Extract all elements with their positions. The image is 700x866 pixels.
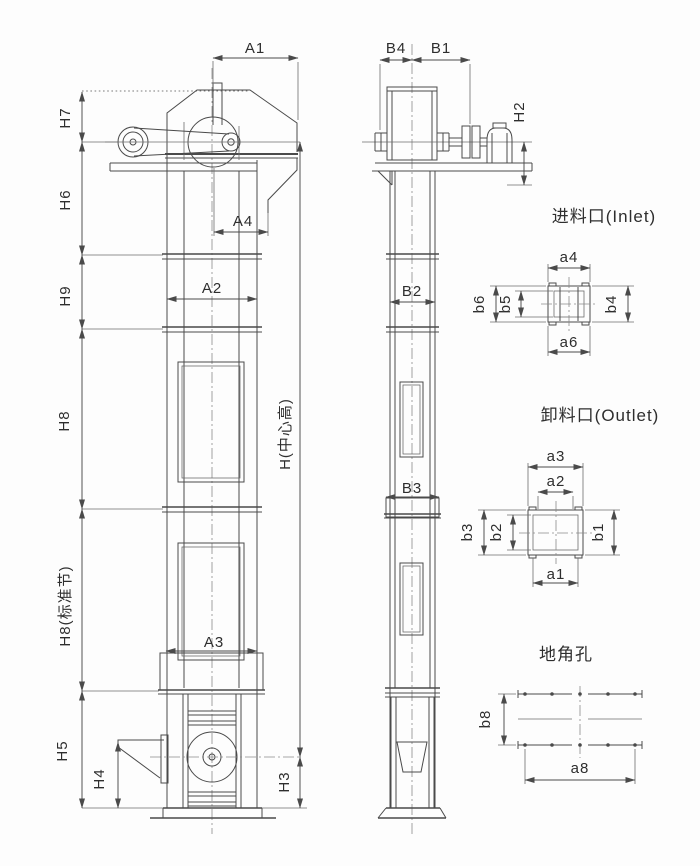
anchor-bolt-holes [523,692,637,747]
dim-label-inlet-b5: b5 [497,295,514,314]
motor-side [486,127,513,164]
inlet-title: 进料口(Inlet) [552,207,656,226]
side-dimensions [379,57,527,500]
dim-label-outlet-b3: b3 [459,523,476,542]
head-section-side [362,86,533,186]
dim-label-h8: H8 [56,410,73,431]
dim-label-inlet-a4: a4 [560,249,579,266]
dim-label-h3: H3 [276,771,293,792]
dim-label-outlet-a2: a2 [547,473,566,490]
boot-top-box [159,652,264,691]
anchor-title: 地角孔 [539,645,593,664]
outlet-detail: 卸料口(Outlet) a3 a2 a1 b3 b2 b1 [459,406,660,587]
dim-label-h7: H7 [57,107,74,128]
dim-label-b1: B1 [431,40,451,57]
boot-section [117,694,300,819]
casing-column-side [377,171,447,819]
head-section [105,82,300,213]
side-view: B4 B1 B2 B3 H2 [362,40,533,834]
dim-label-h5: H5 [54,740,71,761]
anchor-holes-detail: 地角孔 b8 a8 [477,645,643,784]
dim-label-h4: H4 [91,768,108,789]
casing-column-front [158,160,265,808]
dim-label-anchor-b8: b8 [477,710,494,729]
dim-label-h2: H2 [511,101,528,122]
outlet-title: 卸料口(Outlet) [541,406,660,425]
dim-label-a4: A4 [233,213,253,230]
dim-label-inlet-b4: b4 [603,295,620,314]
dim-label-a2: A2 [202,280,222,297]
dim-label-a3: A3 [204,634,224,651]
dim-label-outlet-a3: a3 [547,448,566,465]
dim-label-anchor-a8: a8 [571,760,590,777]
hopper-side [396,741,428,773]
dim-label-outlet-a1: a1 [547,566,566,583]
front-dimensions [79,55,307,809]
dim-label-outlet-b2: b2 [488,523,505,542]
inspection-door-upper [177,361,245,483]
dim-label-b3: B3 [402,480,422,497]
dim-label-a1: A1 [245,40,265,57]
drive-belt [133,127,230,157]
dim-label-b4: B4 [386,40,406,57]
dim-label-inlet-b6: b6 [471,295,488,314]
dim-label-h6: H6 [57,189,74,210]
dim-label-outlet-b1: b1 [590,523,607,542]
dim-label-h8-std: H8(标准节) [57,565,74,646]
coupling [461,125,471,159]
outlet-flange [527,509,584,556]
dim-label-h9: H9 [57,285,74,306]
feed-hopper [117,739,164,779]
inspection-door-lower [177,542,245,661]
dim-label-inlet-a6: a6 [560,334,579,351]
inlet-detail: 进料口(Inlet) a4 a6 b6 b5 b4 [471,207,656,356]
dim-label-h-center: H(中心高) [277,398,294,470]
front-view: A1 A4 A2 A3 H7 H6 H9 H8 H8(标准节) H5 H4 H3… [54,40,307,834]
dim-label-b2: B2 [402,283,422,300]
